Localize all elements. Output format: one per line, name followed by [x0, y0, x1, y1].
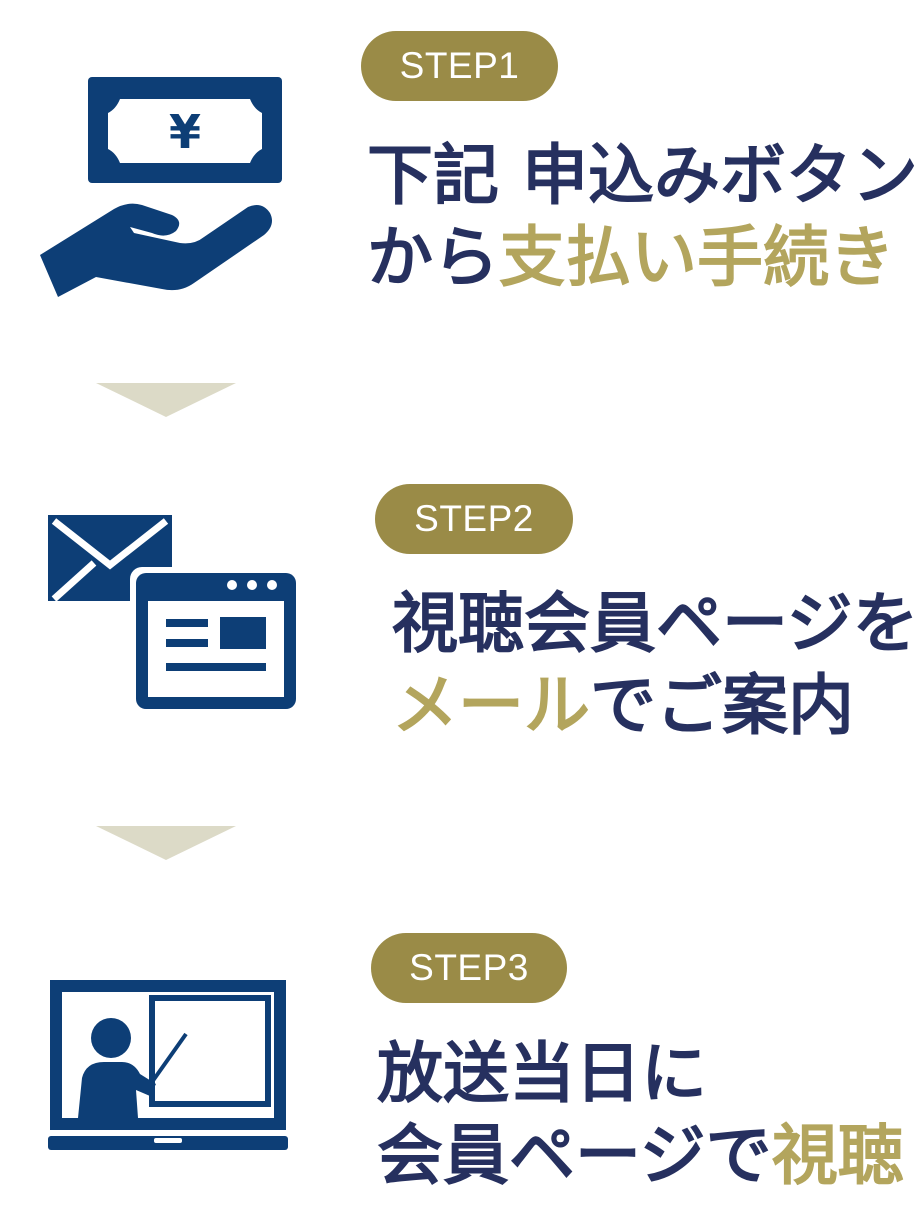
step-2-line-2: メールでご案内 [392, 665, 919, 747]
step-3-line-2: 会員ページで視聴 [377, 1115, 904, 1197]
step-3-line-2-highlight: 視聴 [771, 1117, 904, 1194]
step-1-line-1: 下記 申込みボタン [367, 137, 918, 214]
step-1-badge: STEP1 [361, 31, 558, 101]
down-arrow-2 [96, 826, 236, 860]
online-lecture-icon [48, 980, 288, 1150]
step-2-line-2-plain: でご案内 [590, 667, 854, 744]
step-2-line-2-highlight: メール [392, 667, 590, 744]
step-3-line-1: 放送当日に [377, 1035, 707, 1112]
step-1-line-2-plain: から [367, 219, 499, 296]
step-2-badge: STEP2 [375, 484, 573, 554]
step-1-line-2: から支払い手続き [367, 217, 918, 299]
email-browser-icon [48, 515, 300, 711]
step-3-line-2-plain: 会員ページで [377, 1117, 772, 1194]
step-1-description: 下記 申込みボタン から支払い手続き [367, 135, 918, 299]
step-2-line-1: 視聴会員ページを [392, 585, 919, 662]
step-3-description: 放送当日に 会員ページで視聴 [377, 1033, 904, 1197]
down-arrow-1 [96, 383, 236, 417]
yen-symbol: ¥ [169, 105, 201, 159]
yen-bill-hand-icon: ¥ [40, 77, 282, 297]
step-1-line-2-highlight: 支払い手続き [499, 219, 895, 296]
step-3-badge: STEP3 [371, 933, 567, 1003]
step-2-description: 視聴会員ページを メールでご案内 [392, 583, 919, 747]
